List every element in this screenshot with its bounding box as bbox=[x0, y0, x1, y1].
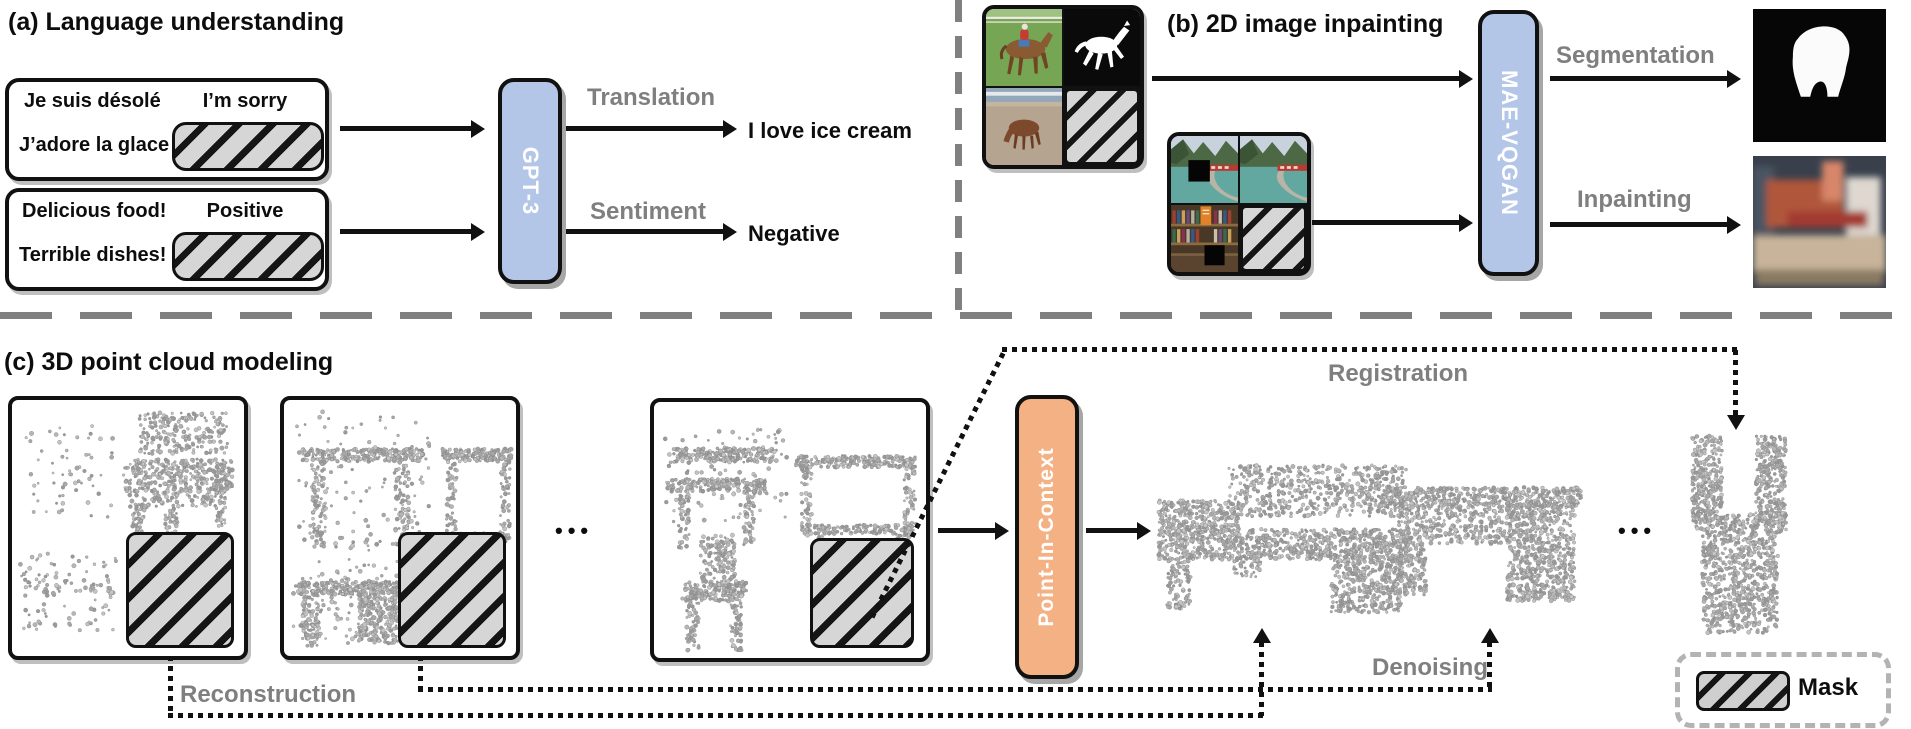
denoising-task-label: Denoising bbox=[1372, 654, 1489, 681]
image-prompt-grid-scenes bbox=[1167, 132, 1311, 276]
gpt3-model-box: GPT-3 bbox=[498, 78, 562, 284]
mae-vqgan-model-label: MAE-VQGAN bbox=[1496, 70, 1522, 216]
arrow bbox=[1550, 222, 1728, 227]
mask-patch bbox=[810, 538, 914, 648]
arrow bbox=[340, 229, 472, 234]
mask-patch bbox=[1240, 205, 1307, 272]
point-in-context-model-box: Point-In-Context bbox=[1015, 395, 1079, 679]
panel-b-title: (b) 2D image inpainting bbox=[1167, 10, 1444, 38]
horse-rider-photo bbox=[986, 9, 1062, 86]
registration-path-vertical bbox=[1733, 350, 1738, 416]
mask-legend: Mask bbox=[1675, 652, 1891, 728]
registration-arrowhead bbox=[1727, 415, 1745, 430]
reconstruction-path-vertical bbox=[1259, 642, 1264, 716]
horse-segmentation-mask bbox=[1064, 9, 1140, 86]
point-cloud-prompt-box-3 bbox=[650, 398, 930, 662]
segmentation-output-image bbox=[1753, 9, 1886, 142]
arrow bbox=[1312, 220, 1460, 225]
inpainting-output-image bbox=[1753, 156, 1886, 288]
table-output-point-cloud bbox=[1380, 485, 1583, 604]
cup-output-point-cloud bbox=[1690, 433, 1789, 636]
mask-legend-label: Mask bbox=[1798, 674, 1859, 701]
panel-a-title: (a) Language understanding bbox=[8, 8, 345, 36]
grazing-horse-photo bbox=[986, 88, 1062, 165]
ellipsis: ••• bbox=[1618, 518, 1657, 543]
arrow bbox=[938, 528, 996, 533]
mask-patch bbox=[172, 232, 324, 281]
registration-path-horizontal bbox=[1002, 347, 1738, 352]
denoising-path-vertical bbox=[1487, 642, 1492, 688]
point-cloud-chair-pair bbox=[18, 410, 235, 633]
panel-c-title: (c) 3D point cloud modeling bbox=[4, 348, 334, 376]
segmentation-task-label: Segmentation bbox=[1556, 42, 1715, 69]
arrow bbox=[566, 229, 724, 234]
sentiment-task-label: Sentiment bbox=[590, 198, 707, 225]
inpainting-task-label: Inpainting bbox=[1577, 186, 1692, 213]
denoising-arrowhead bbox=[1481, 628, 1499, 643]
panel-divider-vertical bbox=[955, 0, 962, 316]
example2-prompt-text: Delicious food! bbox=[22, 200, 167, 222]
registration-task-label: Registration bbox=[1328, 360, 1469, 387]
bookstore-photo-masked bbox=[1171, 205, 1238, 272]
translation-task-label: Translation bbox=[587, 84, 716, 111]
reconstruction-task-label: Reconstruction bbox=[180, 681, 357, 708]
point-cloud-prompt-box-1 bbox=[8, 396, 248, 660]
mask-patch bbox=[1064, 88, 1140, 165]
example2-answer-text: Positive bbox=[206, 200, 284, 222]
lake-train-photo bbox=[1240, 136, 1307, 203]
arrow bbox=[1152, 76, 1460, 81]
gpt3-model-label: GPT-3 bbox=[518, 146, 543, 216]
arrow bbox=[340, 126, 472, 131]
mask-patch bbox=[398, 532, 506, 648]
example2-query-text: Terrible dishes! bbox=[19, 244, 167, 266]
point-in-context-model-label: Point-In-Context bbox=[1035, 447, 1058, 627]
translation-output-text: I love ice cream bbox=[748, 118, 912, 143]
point-cloud-prompt-box-2 bbox=[280, 396, 520, 660]
point-cloud-bench-pair bbox=[662, 427, 918, 653]
mask-swatch-icon bbox=[1696, 671, 1790, 711]
language-example-1-box: Je suis désolé I’m sorry J’adore la glac… bbox=[5, 78, 329, 181]
example1-prompt-text: Je suis désolé bbox=[24, 90, 161, 112]
sentiment-output-text: Negative bbox=[748, 221, 840, 246]
reconstruction-path-horizontal bbox=[168, 713, 1264, 718]
lake-train-photo-masked bbox=[1171, 136, 1238, 203]
example1-query-text: J’adore la glace bbox=[19, 134, 170, 156]
mask-patch bbox=[126, 532, 234, 648]
image-prompt-grid-horses bbox=[982, 5, 1144, 169]
example1-answer-text: I’m sorry bbox=[202, 90, 288, 112]
ellipsis: ••• bbox=[555, 518, 594, 543]
panel-divider-horizontal bbox=[0, 312, 1911, 319]
language-example-2-box: Delicious food! Positive Terrible dishes… bbox=[5, 188, 329, 291]
denoising-path-stub bbox=[418, 656, 423, 690]
mae-vqgan-model-box: MAE-VQGAN bbox=[1478, 10, 1539, 276]
mask-patch bbox=[172, 122, 324, 171]
denoising-path-horizontal bbox=[418, 687, 1492, 692]
reconstruction-path-stub bbox=[168, 656, 173, 716]
arrow bbox=[566, 126, 724, 131]
reconstruction-arrowhead bbox=[1253, 628, 1271, 643]
arrow bbox=[1550, 76, 1728, 81]
arrow bbox=[1086, 528, 1138, 533]
bench-output-point-cloud bbox=[1156, 463, 1409, 615]
